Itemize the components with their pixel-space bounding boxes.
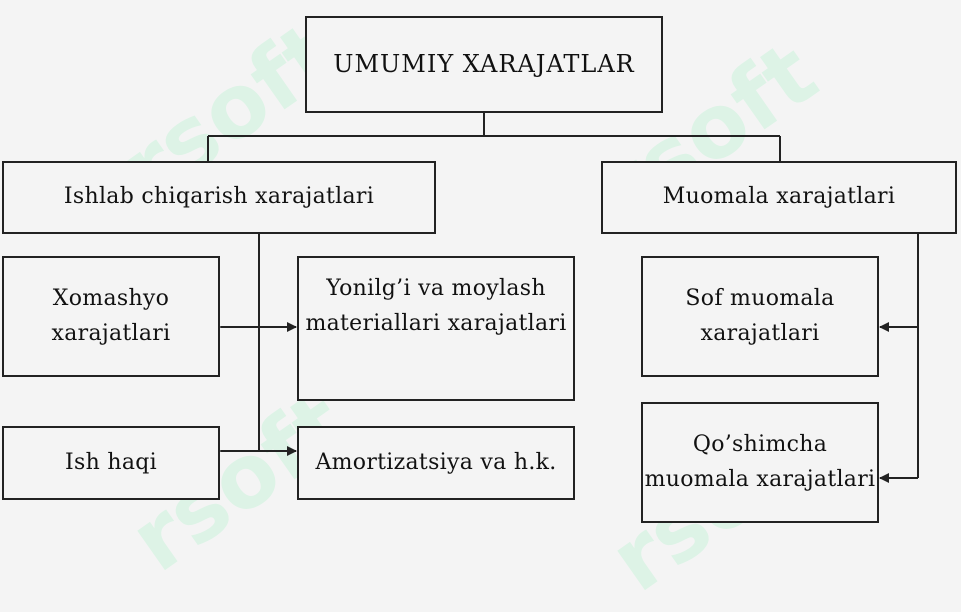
additional-circulation-line2: muomala xarajatlari [644,466,876,492]
root-label: UMUMIY XARAJATLAR [333,49,635,78]
depreciation-node: Amortizatsiya va h.k. [297,426,575,500]
fuel-lubricants-line2: materiallari xarajatlari [305,310,567,336]
net-circulation-line2: xarajatlari [700,320,820,346]
additional-circulation-line1: Qo’shimcha [692,432,828,458]
raw-materials-line2: xarajatlari [51,320,171,346]
fuel-lubricants-node: Yonilg’i va moylash materiallari xarajat… [297,256,575,401]
production-costs-node: Ishlab chiqarish xarajatlari [2,161,436,234]
root-node: UMUMIY XARAJATLAR [305,16,663,113]
circulation-costs-label: Muomala xarajatlari [662,184,896,210]
circulation-costs-node: Muomala xarajatlari [601,161,957,234]
production-costs-label: Ishlab chiqarish xarajatlari [63,184,375,210]
additional-circulation-node: Qo’shimcha muomala xarajatlari [641,402,879,523]
wages-node: Ish haqi [2,426,220,500]
raw-materials-line1: Xomashyo [52,286,170,312]
depreciation-label: Amortizatsiya va h.k. [315,449,557,475]
raw-materials-node: Xomashyo xarajatlari [2,256,220,377]
net-circulation-line1: Sof muomala [685,286,835,312]
fuel-lubricants-line1: Yonilg’i va moylash [326,276,546,302]
connector-lines [207,112,919,483]
wages-label: Ish haqi [65,449,157,475]
net-circulation-node: Sof muomala xarajatlari [641,256,879,377]
